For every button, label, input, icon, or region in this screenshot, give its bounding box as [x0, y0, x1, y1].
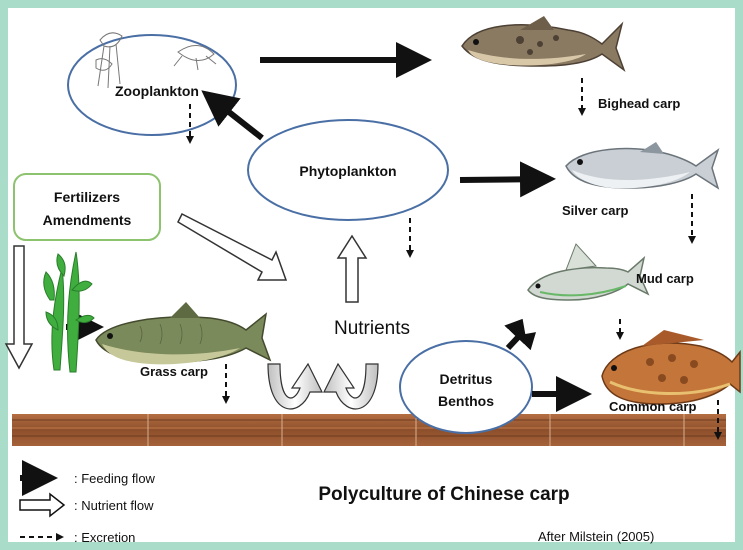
detritus-benthos-node: Detritus Benthos [400, 341, 532, 433]
zooplankton-label: Zooplankton [115, 83, 199, 99]
detritus-label: Detritus [440, 371, 493, 387]
legend-feeding-flow-label: : Feeding flow [74, 471, 156, 486]
legend-excretion-label: : Excretion [74, 530, 135, 545]
diagram-title: Polyculture of Chinese carp [318, 484, 569, 505]
phytoplankton-label: Phytoplankton [299, 163, 396, 179]
fertilizers-label: Fertilizers [54, 189, 120, 205]
fertilizers-node: Fertilizers Amendments [14, 174, 160, 240]
mud-carp-label: Mud carp [636, 271, 694, 286]
bighead-carp-label: Bighead carp [598, 96, 680, 111]
phytoplankton-node: Phytoplankton [248, 120, 448, 220]
amendments-label: Amendments [43, 212, 132, 228]
nutrients-label: Nutrients [334, 318, 410, 339]
feeding-arrow-phyto-to-silver [460, 179, 550, 180]
benthos-label: Benthos [438, 393, 494, 409]
bighead-carp-icon [456, 14, 624, 76]
pond-bottom-sediment [12, 414, 726, 446]
silver-carp-label: Silver carp [562, 203, 629, 218]
legend-nutrient-flow-label: : Nutrient flow [74, 498, 154, 513]
common-carp-label: Common carp [609, 399, 696, 414]
source-citation: After Milstein (2005) [538, 529, 654, 544]
grass-carp-label: Grass carp [140, 364, 208, 379]
